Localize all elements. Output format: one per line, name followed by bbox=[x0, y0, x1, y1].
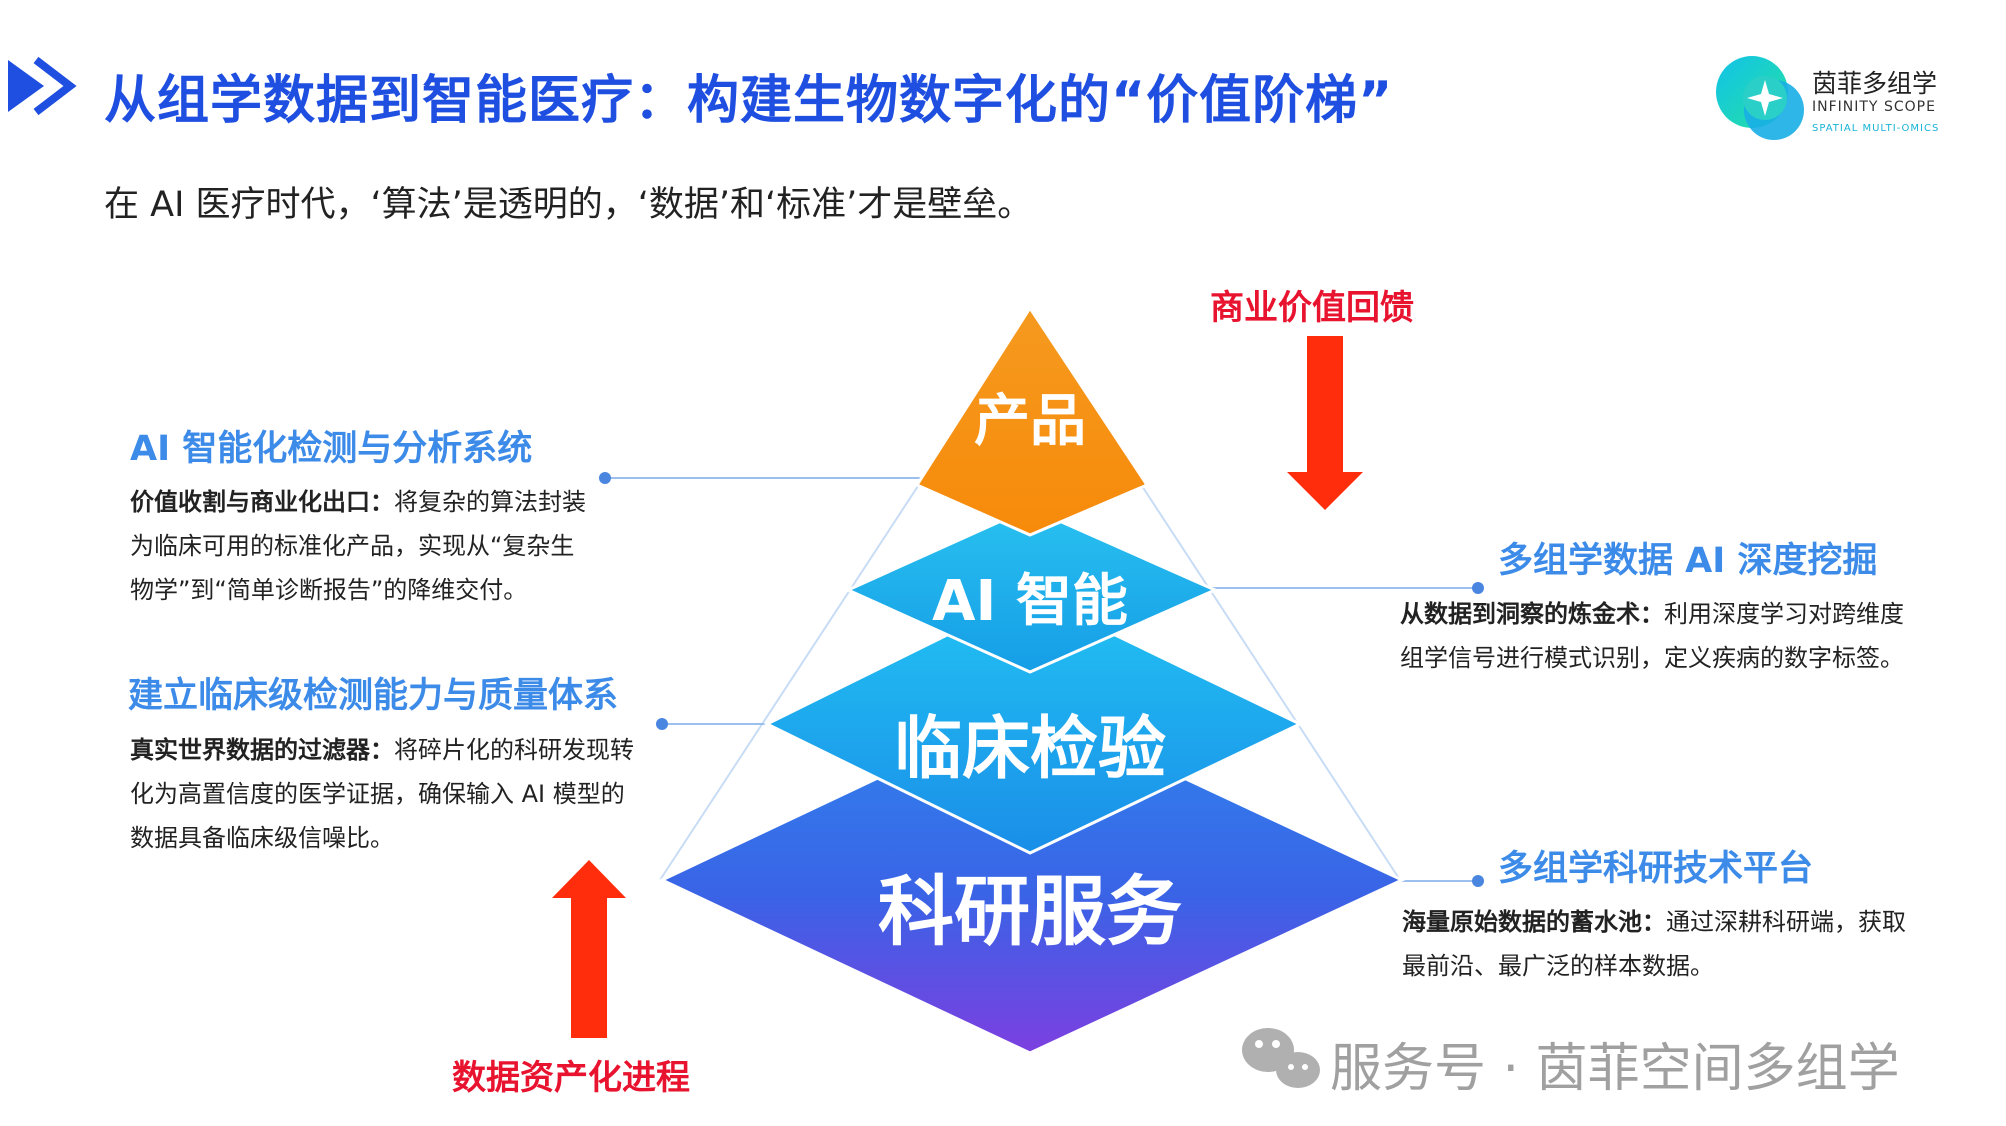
left-1-line-2: 为临床可用的标准化产品，实现从“复杂生 bbox=[130, 532, 575, 560]
left-1-title: AI 智能化检测与分析系统 bbox=[130, 429, 533, 469]
wechat-icon bbox=[1242, 1028, 1320, 1088]
leader-lines bbox=[605, 477, 1478, 882]
down-arrow-label: 商业价值回馈 bbox=[1210, 288, 1414, 328]
right-1-line-2: 组学信号进行模式识别，定义疾病的数字标签。 bbox=[1400, 644, 1904, 672]
left-1-line-1: 将复杂的算法封装 bbox=[394, 488, 586, 516]
left-2-line-2: 化为高置信度的医学证据，确保输入 AI 模型的 bbox=[130, 780, 625, 808]
page-title: 从组学数据到智能医疗：构建生物数字化的“价值阶梯” bbox=[104, 71, 1394, 131]
right-2-bold: 海量原始数据的蓄水池： bbox=[1402, 908, 1666, 936]
tier-product bbox=[914, 305, 1150, 537]
up-arrow-label: 数据资产化进程 bbox=[452, 1058, 690, 1098]
right-2-desc: 海量原始数据的蓄水池：通过深耕科研端，获取 最前沿、最广泛的样本数据。 bbox=[1402, 900, 1962, 988]
logo-sub: SPATIAL MULTI-OMICS bbox=[1812, 123, 1940, 134]
right-1-bold: 从数据到洞察的炼金术： bbox=[1400, 600, 1664, 628]
leader-dot-left-1 bbox=[599, 472, 611, 484]
right-2-line-2: 最前沿、最广泛的样本数据。 bbox=[1402, 952, 1714, 980]
logo-en: INFINITY SCOPE bbox=[1812, 99, 1936, 115]
leader-dot-right-1 bbox=[1472, 582, 1484, 594]
infinity-scope-logo-icon bbox=[1716, 56, 1804, 140]
leader-dot-right-2 bbox=[1472, 875, 1484, 887]
left-1-line-3: 物学”到“简单诊断报告”的降维交付。 bbox=[130, 576, 528, 604]
tier-label-clinic: 临床检验 bbox=[894, 710, 1166, 789]
right-2-title: 多组学科研技术平台 bbox=[1498, 849, 1814, 889]
right-1-title: 多组学数据 AI 深度挖掘 bbox=[1498, 541, 1878, 581]
right-1-desc: 从数据到洞察的炼金术：利用深度学习对跨维度 组学信号进行模式识别，定义疾病的数字… bbox=[1400, 592, 1990, 680]
tier-label-product: 产品 bbox=[974, 389, 1086, 454]
watermark-text: 服务号 · 茵菲空间多组学 bbox=[1330, 1039, 1900, 1099]
right-1-line-1: 利用深度学习对跨维度 bbox=[1664, 600, 1904, 628]
header-play-icon bbox=[8, 56, 77, 116]
logo-name: 茵菲多组学 bbox=[1812, 69, 1938, 98]
page-subtitle: 在 AI 医疗时代，‘算法’是透明的，‘数据’和‘标准’才是壁垒。 bbox=[104, 185, 1033, 225]
left-2-desc: 真实世界数据的过滤器：将碎片化的科研发现转 化为高置信度的医学证据，确保输入 A… bbox=[130, 728, 690, 860]
tier-label-ai: AI 智能 bbox=[932, 569, 1128, 634]
left-1-bold: 价值收割与商业化出口： bbox=[130, 488, 394, 516]
left-1-desc: 价值收割与商业化出口：将复杂的算法封装 为临床可用的标准化产品，实现从“复杂生 … bbox=[130, 480, 650, 612]
left-2-line-3: 数据具备临床级信噪比。 bbox=[130, 824, 394, 852]
tier-label-research: 科研服务 bbox=[878, 867, 1182, 956]
right-2-line-1: 通过深耕科研端，获取 bbox=[1666, 908, 1906, 936]
left-2-line-1: 将碎片化的科研发现转 bbox=[394, 736, 634, 764]
up-arrow-icon bbox=[552, 860, 626, 1038]
down-arrow-icon bbox=[1287, 336, 1363, 510]
leader-dot-left-2 bbox=[656, 718, 668, 730]
left-2-bold: 真实世界数据的过滤器： bbox=[130, 736, 394, 764]
left-2-title: 建立临床级检测能力与质量体系 bbox=[128, 676, 619, 716]
